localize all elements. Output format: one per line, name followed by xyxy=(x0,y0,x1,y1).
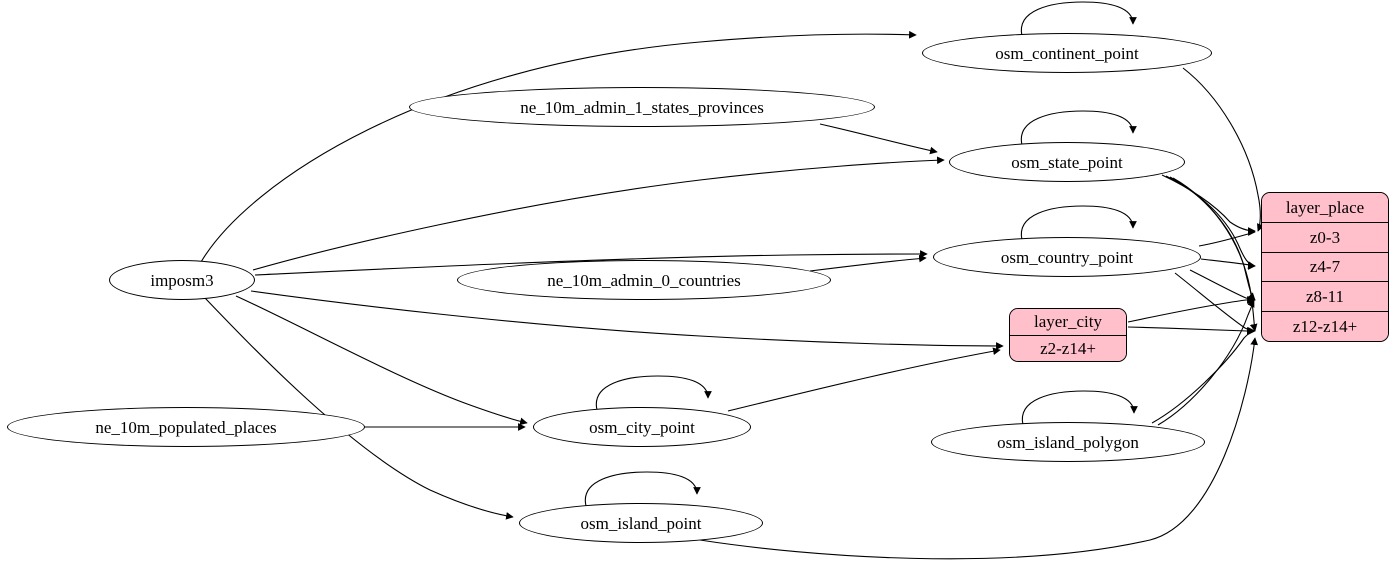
edge-osm-island-polygon-to-layer-place-z1214 xyxy=(1151,327,1255,424)
edge-osm-country-point-to-layer-place-z1214 xyxy=(1174,272,1256,335)
node-label: ne_10m_admin_0_countries xyxy=(547,270,741,290)
node-label: osm_island_polygon xyxy=(997,432,1139,452)
edge-osm-country-point-to-layer-place-z811 xyxy=(1189,269,1256,304)
edge-osm-country-point-to-layer-place-z47 xyxy=(1200,258,1256,270)
node-osm-island-polygon[interactable]: osm_island_polygon xyxy=(931,422,1205,462)
node-label: osm_island_point xyxy=(580,513,702,533)
node-ne-10m-admin-1-states-provinces[interactable]: ne_10m_admin_1_states_provinces xyxy=(409,87,875,127)
edge-osm-country-point-to-layer-place-z03 xyxy=(1198,228,1256,247)
layer-city-row-z2-z14[interactable]: z2-z14+ xyxy=(1010,335,1126,361)
node-label: ne_10m_admin_1_states_provinces xyxy=(520,97,764,117)
edge-ne-countries-to-osm-country-point xyxy=(809,254,927,272)
layer-place-title: layer_place xyxy=(1262,193,1388,223)
node-layer-city[interactable]: layer_city z2-z14+ xyxy=(1009,308,1127,362)
node-label: osm_state_point xyxy=(1011,152,1123,172)
node-label: osm_country_point xyxy=(1000,247,1134,267)
node-imposm3[interactable]: imposm3 xyxy=(109,260,255,300)
node-osm-country-point[interactable]: osm_country_point xyxy=(933,237,1201,277)
edge-self-loop-osm-island-point xyxy=(584,471,701,507)
node-osm-island-point[interactable]: osm_island_point xyxy=(519,503,763,543)
edge-osm-state-point-to-layer-place-z03 xyxy=(1161,174,1256,235)
layer-place-row-z12-z14[interactable]: z12-z14+ xyxy=(1262,312,1388,341)
node-label: osm_continent_point xyxy=(995,43,1139,63)
edge-osm-continent-point-to-layer-place-z03 xyxy=(1182,67,1265,232)
edge-imposm3-to-osm-city-point xyxy=(235,295,528,426)
edge-osm-island-polygon-to-layer-place-z811 xyxy=(1157,299,1255,426)
layer-city-title: layer_city xyxy=(1010,309,1126,336)
edge-self-loop-osm-state-point xyxy=(1020,110,1137,146)
node-label: ne_10m_populated_places xyxy=(95,417,277,437)
edge-layer-city-to-layer-place-z811 xyxy=(1127,296,1255,323)
edge-ne-states-to-osm-state-point xyxy=(819,123,938,155)
node-osm-city-point[interactable]: osm_city_point xyxy=(533,407,751,447)
layer-place-row-z0-3[interactable]: z0-3 xyxy=(1262,222,1388,253)
layer-place-row-z4-7[interactable]: z4-7 xyxy=(1262,252,1388,283)
node-label: imposm3 xyxy=(150,270,214,290)
node-ne-10m-populated-places[interactable]: ne_10m_populated_places xyxy=(7,407,365,447)
node-osm-continent-point[interactable]: osm_continent_point xyxy=(922,33,1212,73)
edge-osm-state-point-to-layer-place-z811 xyxy=(1169,176,1256,301)
node-label: osm_city_point xyxy=(589,417,695,437)
node-osm-state-point[interactable]: osm_state_point xyxy=(949,142,1185,182)
node-ne-10m-admin-0-countries[interactable]: ne_10m_admin_0_countries xyxy=(457,260,831,300)
edge-self-loop-osm-country-point xyxy=(1020,205,1137,241)
layer-place-row-z8-11[interactable]: z8-11 xyxy=(1262,282,1388,313)
edge-self-loop-osm-continent-point xyxy=(1020,1,1137,37)
edge-osm-city-point-to-layer-city xyxy=(727,347,1001,412)
node-layer-place[interactable]: layer_place z0-3 z4-7 z8-11 z12-z14+ xyxy=(1261,192,1389,342)
edge-imposm3-to-osm-continent-point xyxy=(200,30,917,263)
edge-self-loop-osm-island-polygon xyxy=(1021,390,1138,426)
edge-imposm3-to-osm-state-point xyxy=(252,156,945,271)
edge-self-loop-osm-city-point xyxy=(595,375,712,411)
edge-layer-city-to-layer-place-z1214 xyxy=(1127,326,1255,335)
